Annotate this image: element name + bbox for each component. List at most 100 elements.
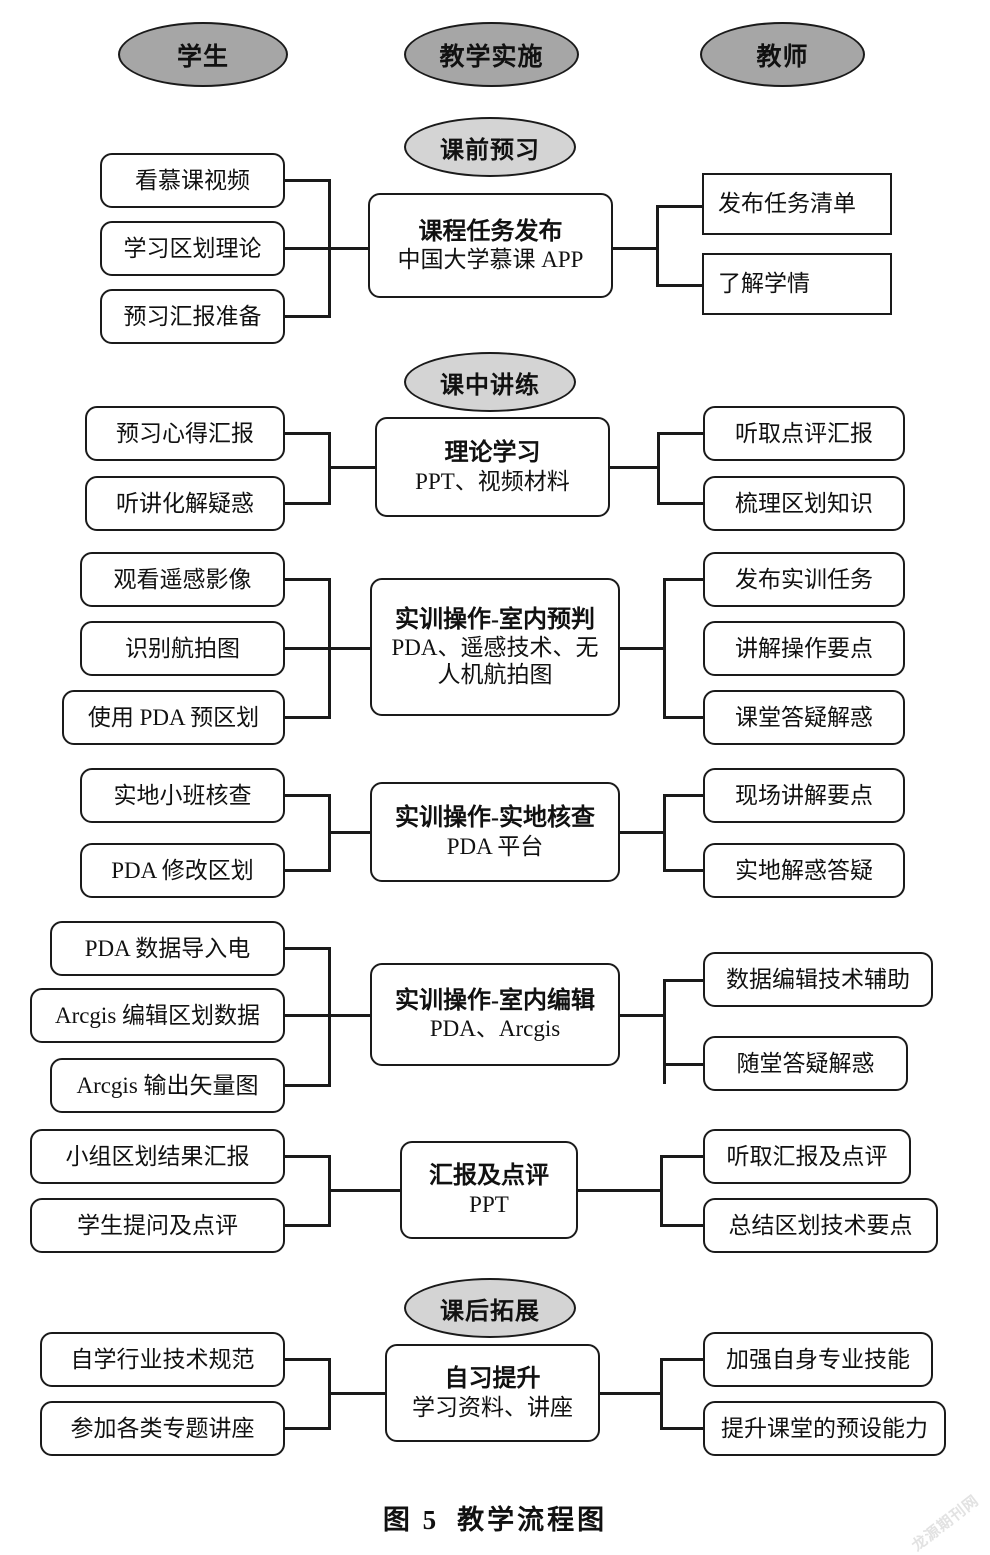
connector [663,794,705,797]
connector [660,1224,705,1227]
center-box-self-study-improvement[interactable]: 自习提升 学习资料、讲座 [385,1344,600,1442]
center-box-theory-learning[interactable]: 理论学习 PPT、视频材料 [375,417,610,517]
box-title: 自习提升 [444,1366,541,1393]
student-box-group-zoning-result-report[interactable]: 小组区划结果汇报 [30,1129,285,1184]
teacher-box-explain-operation-points[interactable]: 讲解操作要点 [703,621,905,676]
connector [660,1358,705,1361]
lane-header-teaching-implementation: 教学实施 [404,22,579,87]
connector [285,1155,331,1158]
connector [660,1155,705,1158]
box-label: 学生提问及点评 [77,1212,238,1238]
box-label: 自学行业技术规范 [70,1346,255,1372]
box-subtitle: 中国大学慕课 APP [397,247,584,273]
student-box-self-study-industry-standards[interactable]: 自学行业技术规范 [40,1332,285,1387]
teacher-box-in-class-qa[interactable]: 随堂答疑解惑 [703,1036,908,1091]
connector [328,831,373,834]
connector [285,432,331,435]
connector [613,247,659,250]
center-box-indoor-prejudgement[interactable]: 实训操作-室内预判 PDA、遥感技术、无 人机航拍图 [370,578,620,716]
connector [285,247,361,250]
connector [285,179,331,182]
box-label: 加强自身专业技能 [726,1346,910,1372]
box-label: Arcgis 输出矢量图 [76,1072,259,1098]
box-label: 现场讲解要点 [735,782,873,808]
connector [285,1224,331,1227]
connector [600,1392,663,1395]
connector [656,284,704,287]
student-box-view-remote-sensing-images[interactable]: 观看遥感影像 [80,552,285,607]
connector [285,1358,331,1361]
connector [328,947,331,1087]
student-box-arcgis-edit-zoning-data[interactable]: Arcgis 编辑区划数据 [30,988,285,1043]
box-label: 实地解惑答疑 [735,857,873,883]
center-box-report-and-review[interactable]: 汇报及点评 PPT [400,1141,578,1239]
box-label: 提升课堂的预设能力 [721,1415,928,1441]
box-label: 看慕课视频 [135,167,250,193]
box-label: 发布任务清单 [718,191,856,217]
center-box-indoor-editing[interactable]: 实训操作-室内编辑 PDA、Arcgis [370,963,620,1066]
student-box-pda-modify-zoning[interactable]: PDA 修改区划 [80,843,285,898]
teacher-box-listen-review-report[interactable]: 听取点评汇报 [703,406,905,461]
student-box-attend-topic-lectures[interactable]: 参加各类专题讲座 [40,1401,285,1456]
teacher-box-understand-learning-situation[interactable]: 了解学情 [702,253,892,315]
box-title: 课程任务发布 [418,218,563,245]
teacher-box-publish-training-task[interactable]: 发布实训任务 [703,552,905,607]
teacher-box-onsite-explain-points[interactable]: 现场讲解要点 [703,768,905,823]
box-title: 汇报及点评 [429,1163,549,1190]
box-label: 学习区划理论 [123,235,262,261]
connector [285,315,331,318]
center-box-field-verification[interactable]: 实训操作-实地核查 PDA 平台 [370,782,620,882]
connector [285,1427,331,1430]
connector [660,1427,705,1430]
connector [285,716,331,719]
connector [663,869,705,872]
teacher-box-listen-report-and-review[interactable]: 听取汇报及点评 [703,1129,911,1184]
teacher-box-data-editing-support[interactable]: 数据编辑技术辅助 [703,952,933,1007]
connector [663,716,705,719]
student-box-arcgis-export-vector-map[interactable]: Arcgis 输出矢量图 [50,1058,285,1113]
student-box-prepare-preview-report[interactable]: 预习汇报准备 [100,289,285,344]
box-subtitle: PPT、视频材料 [415,468,570,494]
connector [285,1014,365,1017]
student-box-use-pda-prezoning[interactable]: 使用 PDA 预区划 [62,690,285,745]
student-box-field-subcompartment-check[interactable]: 实地小班核查 [80,768,285,823]
student-box-preview-reflection-report[interactable]: 预习心得汇报 [85,406,285,461]
student-box-pda-import-data[interactable]: PDA 数据导入电 [50,921,285,976]
connector [656,205,704,208]
box-label: 听讲化解疑惑 [116,490,254,516]
connector [285,1084,331,1087]
box-subtitle: 学习资料、讲座 [412,1394,573,1420]
student-box-learn-zoning-theory[interactable]: 学习区划理论 [100,221,285,276]
box-label: 识别航拍图 [125,635,240,661]
connector [663,979,666,1084]
figure-title: 教学流程图 [457,1505,608,1535]
connector [328,247,371,250]
teacher-box-field-qa[interactable]: 实地解惑答疑 [703,843,905,898]
student-box-identify-aerial-photo[interactable]: 识别航拍图 [80,621,285,676]
box-title: 实训操作-实地核查 [395,805,595,832]
phase-label-in-class: 课中讲练 [404,352,576,412]
teacher-box-improve-classroom-design[interactable]: 提升课堂的预设能力 [703,1401,946,1456]
student-box-listen-resolve-doubts[interactable]: 听讲化解疑惑 [85,476,285,531]
teacher-box-summarize-zoning-points[interactable]: 总结区划技术要点 [703,1198,938,1253]
box-label: 听取点评汇报 [735,420,873,446]
box-label: PDA 修改区划 [111,857,254,883]
connector [285,869,331,872]
teacher-box-classroom-qa[interactable]: 课堂答疑解惑 [703,690,905,745]
center-box-course-task-release[interactable]: 课程任务发布 中国大学慕课 APP [368,193,613,298]
connector [328,1189,403,1192]
student-box-student-question-and-review[interactable]: 学生提问及点评 [30,1198,285,1253]
box-title: 实训操作-室内预判 [395,606,595,633]
teacher-box-strengthen-professional-skills[interactable]: 加强自身专业技能 [703,1332,933,1387]
teacher-box-organize-zoning-knowledge[interactable]: 梳理区划知识 [703,476,905,531]
box-label: 预习汇报准备 [123,303,262,329]
student-box-watch-mooc-video[interactable]: 看慕课视频 [100,153,285,208]
box-label: 发布实训任务 [735,566,873,592]
connector [285,502,331,505]
teacher-box-publish-task-list[interactable]: 发布任务清单 [702,173,892,235]
box-label: 参加各类专题讲座 [70,1415,255,1441]
connector [328,1014,373,1017]
connector [660,1155,663,1227]
